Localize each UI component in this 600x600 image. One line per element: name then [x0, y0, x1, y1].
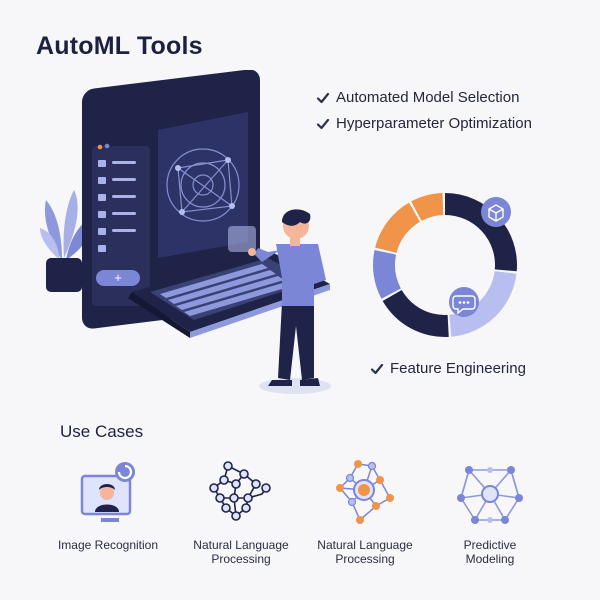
feature-label: Feature Engineering [390, 360, 526, 377]
hexagon-network-icon [457, 466, 523, 524]
donut-segment-5 [411, 193, 444, 221]
donut-segment-4 [375, 202, 420, 253]
use-case-nlp-1: Natural Language Processing [176, 460, 306, 566]
donut-segment-3 [373, 250, 401, 299]
orange-network-icon [336, 460, 394, 524]
cube-icon [488, 204, 504, 222]
person-illustration [248, 209, 326, 386]
use-case-label: Natural Language Processing [317, 538, 413, 566]
svg-text:+: + [114, 270, 122, 285]
use-case-label: Image Recognition [57, 538, 159, 552]
use-case-nlp-2: Natural Language Processing [300, 460, 430, 566]
donut-segment-1 [449, 271, 517, 337]
donut-segment-0 [445, 193, 517, 272]
feature-label: Automated Model Selection [336, 89, 520, 106]
check-icon [370, 363, 384, 374]
check-icon [316, 118, 330, 129]
page-title: AutoML Tools [36, 32, 203, 60]
use-case-label: Predictive Modeling [463, 538, 517, 566]
image-recognition-icon [80, 462, 135, 522]
donut-chart-illustration [373, 193, 517, 337]
donut-segment-2 [382, 290, 449, 337]
feature-item-feature-engineering: Feature Engineering [370, 360, 526, 377]
use-case-predictive-modeling: Predictive Modeling [425, 460, 555, 566]
feature-item-hyperparameter: Hyperparameter Optimization [316, 115, 532, 132]
monitor-illustration: + [82, 70, 260, 329]
use-case-label: Natural Language Processing [193, 538, 289, 566]
use-cases-heading: Use Cases [60, 422, 144, 441]
network-nodes-icon [209, 461, 271, 521]
automl-illustration: + [40, 70, 331, 394]
plant-illustration [40, 190, 96, 292]
feature-label: Hyperparameter Optimization [336, 115, 532, 132]
check-icon [316, 92, 330, 103]
chat-bubble-icon [452, 295, 476, 315]
donut-ring [373, 193, 517, 337]
model-cube-badge [481, 197, 511, 227]
use-case-image-recognition: Image Recognition [43, 460, 173, 552]
feature-item-model-selection: Automated Model Selection [316, 89, 519, 106]
